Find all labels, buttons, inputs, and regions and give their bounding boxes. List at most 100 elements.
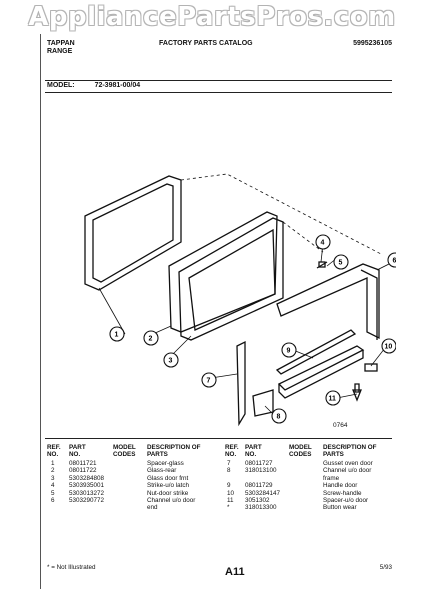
- table-row: 3 5303284808 Glass door frnt: [47, 475, 222, 482]
- part-description: Nut-door strike: [147, 489, 189, 497]
- callout-9: 9: [281, 342, 297, 358]
- ref-number: 7: [227, 460, 231, 467]
- svg-text:11: 11: [329, 396, 337, 403]
- header-ref-right: REF. NO.: [225, 444, 239, 459]
- callout-5: 5: [333, 254, 349, 270]
- ref-number: 2: [51, 467, 55, 475]
- rows-left: 1 08011721 Spacer-glass 2 08011722 Glass-rear…: [47, 460, 222, 512]
- part-number: 5303284808: [69, 474, 105, 482]
- model-label: MODEL:: [47, 82, 75, 89]
- part-number: 08011727: [245, 460, 273, 467]
- glass-front-part: [178, 217, 284, 341]
- callout-group: 1 2 3 4 5 6 7 8 9 10 11: [109, 234, 397, 424]
- callout-8: 8: [271, 408, 287, 424]
- callout-3: 3: [163, 352, 179, 368]
- table-row: 10 5303284147 Screw-handle: [225, 490, 395, 497]
- header-codes-right: MODEL CODES: [289, 444, 312, 459]
- callout-1: 1: [109, 326, 125, 342]
- ref-number: 6: [51, 496, 55, 504]
- revision-date: 5/93: [379, 564, 392, 571]
- table-row: 7 08011727 Gusset oven door: [225, 460, 395, 467]
- part-number: 08011721: [69, 460, 97, 467]
- header-part-right: PART NO.: [245, 444, 262, 459]
- part-description: Glass door frnt: [147, 474, 189, 482]
- table-row: 1 08011721 Spacer-glass: [47, 460, 222, 467]
- part-description: Glass-rear: [147, 467, 177, 475]
- part-number: 08011722: [69, 467, 97, 475]
- model-number: 72-3981-00/04: [94, 82, 141, 89]
- exploded-diagram: 1 2 3 4 5 6 7 8 9 10 11: [84, 173, 397, 427]
- ref-number: 3: [51, 474, 55, 482]
- header-codes: MODEL CODES: [113, 444, 136, 459]
- callout-4: 4: [315, 234, 331, 250]
- part-number: 3051302: [245, 496, 270, 504]
- figure-code: 0764: [333, 422, 348, 429]
- glass-rear-part: [168, 211, 278, 333]
- part-number: 5303013272: [69, 489, 105, 497]
- brand-label: TAPPAN RANGE: [47, 40, 75, 55]
- table-row: 2 08011722 Glass-rear: [47, 467, 222, 474]
- part-description: Spacer-u/o door: [323, 496, 369, 504]
- ref-number: 8: [227, 467, 231, 475]
- header-desc: DESCRIPTION OF PARTS: [147, 444, 201, 459]
- spacer-glass-part: [84, 175, 182, 291]
- part-description: Handle door: [323, 482, 358, 490]
- site-banner: AppliancePartsPros.com: [0, 0, 424, 34]
- door-frame-part: [276, 263, 380, 340]
- table-header-right: REF. NO. PART NO. MODEL CODES DESCRIPTIO…: [225, 444, 395, 460]
- svg-text:9: 9: [287, 348, 291, 355]
- gusset-part: [252, 389, 274, 417]
- table-row: 5 5303013272 Nut-door strike: [47, 490, 222, 497]
- part-number: 318013100: [245, 467, 277, 475]
- model-rule: [45, 92, 392, 93]
- part-description: Spacer-glass: [147, 460, 184, 467]
- part-description: Strike-u/o latch: [147, 482, 189, 490]
- footnote: * = Not Illustrated: [47, 564, 96, 571]
- parts-sheet: TAPPAN RANGE FACTORY PARTS CATALOG 5 9 9 5 2…: [40, 34, 396, 589]
- ref-number: 4: [51, 482, 55, 490]
- page-number: A11: [225, 566, 245, 578]
- header-part: PART NO.: [69, 444, 86, 459]
- table-header: REF. NO. PART NO. MODEL CODES DESCRIPTIO…: [47, 444, 222, 460]
- svg-text:4: 4: [321, 240, 325, 247]
- parts-table-left: REF. NO. PART NO. MODEL CODES DESCRIPTIO…: [47, 444, 222, 512]
- part-number: 5303935001: [69, 482, 105, 490]
- header-ref: REF. NO.: [47, 444, 61, 459]
- part-number: 08011729: [245, 482, 273, 490]
- callout-6: 6: [387, 252, 397, 268]
- ref-number: 1: [51, 460, 55, 467]
- table-row: 4 5303935001 Strike-u/o latch: [47, 482, 222, 489]
- svg-text:7: 7: [207, 378, 211, 385]
- part-number: 5303290772: [69, 496, 105, 504]
- ref-number: 5: [51, 489, 55, 497]
- ref-number: 10: [227, 489, 235, 497]
- banner-text: AppliancePartsPros.com: [28, 2, 396, 32]
- part-description: Screw-handle: [323, 489, 362, 497]
- table-rule: [45, 438, 392, 439]
- header-desc-right: DESCRIPTION OF PARTS: [323, 444, 377, 459]
- callout-7: 7: [201, 372, 217, 388]
- ref-number: *: [227, 504, 230, 512]
- ref-number: 11: [227, 496, 234, 504]
- svg-text:8: 8: [277, 414, 281, 421]
- callout-2: 2: [143, 330, 159, 346]
- svg-text:2: 2: [149, 336, 153, 343]
- ref-number: 9: [227, 482, 231, 490]
- svg-text:5: 5: [339, 260, 343, 267]
- part-number: 318013300: [245, 504, 277, 512]
- part-number: 5303284147: [245, 489, 281, 497]
- table-row: 9 08011729 Handle door: [225, 482, 395, 489]
- part-description: Gusset oven door: [323, 460, 373, 467]
- table-row: * 318013300 Button wear: [225, 504, 395, 511]
- svg-text:6: 6: [393, 258, 397, 265]
- callout-10: 10: [381, 338, 396, 354]
- callout-11: 11: [325, 390, 341, 406]
- catalog-title: FACTORY PARTS CATALOG: [159, 40, 253, 47]
- part-description: Button wear: [323, 504, 357, 512]
- channel-end-part: [236, 340, 246, 427]
- header-rule: [45, 80, 392, 81]
